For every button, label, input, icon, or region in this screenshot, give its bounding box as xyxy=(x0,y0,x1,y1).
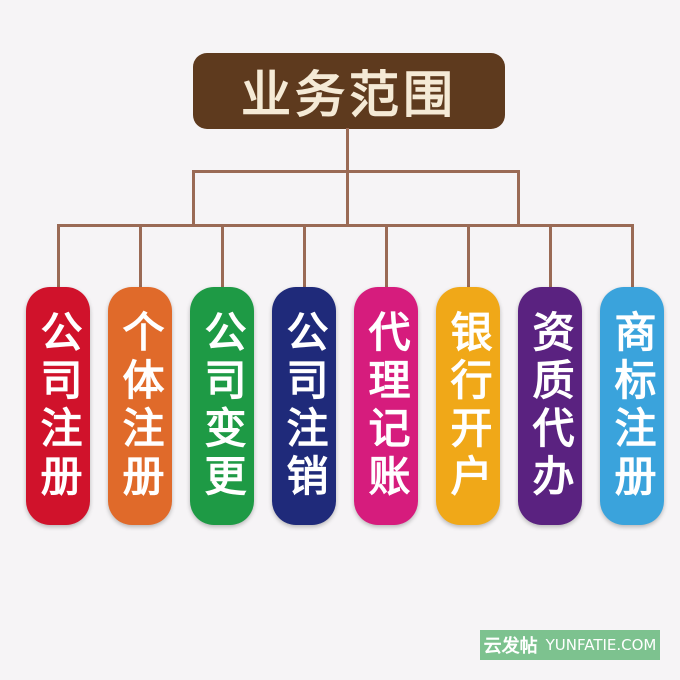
service-item: 银行开户 xyxy=(436,287,500,525)
connector-line xyxy=(385,224,388,288)
connector-line xyxy=(346,170,349,226)
service-item: 公司注册 xyxy=(26,287,90,525)
service-item: 资质代办 xyxy=(518,287,582,525)
service-item: 公司变更 xyxy=(190,287,254,525)
service-item: 商标注册 xyxy=(600,287,664,525)
connector-line xyxy=(221,224,224,288)
connector-line xyxy=(192,170,520,173)
connector-line xyxy=(346,128,349,173)
service-label: 银行开户 xyxy=(444,310,493,502)
watermark-en: YUNFATIE.COM xyxy=(545,636,657,654)
connector-line xyxy=(631,224,634,288)
service-label: 公司注册 xyxy=(34,310,83,502)
service-item: 个体注册 xyxy=(108,287,172,525)
watermark: 云发帖 YUNFATIE.COM xyxy=(480,630,660,660)
connector-line xyxy=(303,224,306,288)
connector-line xyxy=(517,170,520,226)
service-label: 公司注销 xyxy=(280,310,329,502)
connector-line xyxy=(192,170,195,226)
connector-line xyxy=(549,224,552,288)
connector-line xyxy=(57,224,60,288)
title-box: 业务范围 xyxy=(193,53,505,129)
service-label: 公司变更 xyxy=(198,310,247,502)
watermark-cn: 云发帖 xyxy=(483,636,538,657)
service-label: 资质代办 xyxy=(526,310,575,502)
connector-line xyxy=(139,224,142,288)
service-item: 代理记账 xyxy=(354,287,418,525)
connector-line xyxy=(467,224,470,288)
connector-line xyxy=(57,224,634,227)
service-item: 公司注销 xyxy=(272,287,336,525)
service-label: 代理记账 xyxy=(362,310,411,502)
service-label: 商标注册 xyxy=(608,310,657,502)
service-label: 个体注册 xyxy=(116,310,165,502)
